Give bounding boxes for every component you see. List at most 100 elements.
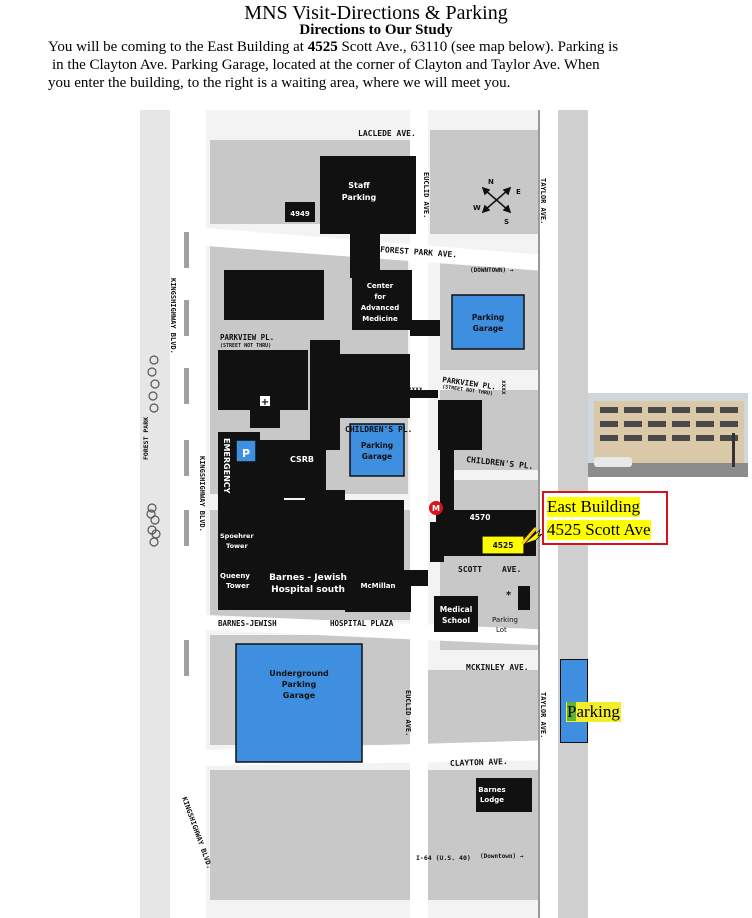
svg-text:Hospital: Hospital — [223, 381, 265, 391]
central-bldg — [330, 354, 410, 418]
parking-lot-marker — [518, 586, 530, 610]
svg-text:Hospital south: Hospital south — [271, 585, 345, 595]
label-hospital-plaza: HOSPITAL PLAZA — [330, 619, 394, 628]
svg-text:4949: 4949 — [290, 210, 310, 218]
svg-text:M: M — [432, 504, 440, 513]
south-link — [398, 570, 428, 586]
svg-text:EMERGENCY: EMERGENCY — [222, 438, 231, 494]
scott-link — [430, 522, 444, 562]
staff-parking-wing — [402, 190, 412, 234]
svg-text:north: north — [260, 301, 288, 311]
label-euclid-top: EUCLID AVE. — [422, 172, 430, 218]
svg-text:S: S — [504, 218, 509, 226]
svg-text:Barnes: Barnes — [478, 786, 505, 794]
svg-text:Children's: Children's — [219, 369, 270, 379]
svg-text:N: N — [488, 178, 494, 186]
intro-line-2: in the Clayton Ave. Parking Garage, loca… — [52, 57, 600, 73]
svg-text:St. Louis: St. Louis — [222, 357, 266, 367]
campus-map: M LACLEDE AVE. FOREST PARK AVE. (DOWNTOW… — [140, 110, 588, 918]
svg-text:Garage: Garage — [473, 324, 503, 333]
hospital-cross-icon — [260, 396, 270, 406]
page-title: MNS Visit-Directions & Parking — [244, 2, 508, 24]
svg-text:E: E — [516, 188, 521, 196]
parking-p-marker — [235, 439, 257, 463]
label-kingshighway-1: KINGSHIGHWAY BLVD. — [169, 278, 177, 354]
label-scott: SCOTT — [458, 565, 482, 574]
svg-text:Hospital: Hospital — [253, 289, 295, 299]
parking-label: Parking — [566, 702, 621, 722]
svg-text:*: * — [506, 590, 512, 601]
svg-text:McMillan: McMillan — [361, 582, 396, 590]
label-parkview-left-note: (STREET NOT THRU) — [220, 343, 271, 349]
east-building-callout: East Building 4525 Scott Ave — [542, 491, 668, 545]
svg-text:Underground: Underground — [269, 669, 329, 678]
svg-text:Barnes-Jewish: Barnes-Jewish — [238, 277, 310, 287]
svg-text:Tower: Tower — [226, 582, 250, 590]
label-taylor-top: TAYLOR AVE. — [539, 178, 547, 224]
label-scott-ave: AVE. — [502, 565, 521, 574]
svg-text:Parking: Parking — [361, 441, 393, 450]
svg-text:Barnes - Jewish: Barnes - Jewish — [269, 573, 347, 583]
svg-text:Advanced: Advanced — [361, 304, 400, 312]
label-taylor-bottom: TAYLOR AVE. — [539, 692, 547, 738]
parking-garages — [235, 294, 525, 763]
svg-text:Center: Center — [446, 429, 475, 438]
svg-text:Lot: Lot — [496, 626, 507, 634]
svg-text:Garage: Garage — [362, 452, 392, 461]
intro-line-1: You will be coming to the East Building … — [48, 39, 619, 55]
intro-line-3: you enter the building, to the right is … — [48, 75, 511, 91]
newman-center-bldg — [438, 400, 482, 450]
svg-text:Staff: Staff — [348, 181, 370, 190]
csrb-bldg — [284, 440, 326, 498]
barnes-lodge-bldg — [476, 778, 532, 812]
address-number: 4525 — [307, 39, 338, 55]
callout-line-2: 4525 Scott Ave — [547, 520, 651, 540]
svg-text:Center: Center — [367, 282, 394, 290]
directions-paragraph: You will be coming to the East Building … — [48, 38, 688, 92]
svg-text:4525: 4525 — [493, 541, 514, 550]
page-subtitle: Directions to Our Study — [299, 22, 453, 38]
label-clayton: CLAYTON AVE. — [450, 757, 508, 768]
svg-text:Spoehrer: Spoehrer — [220, 532, 254, 540]
buildings — [218, 156, 536, 812]
cam-link — [410, 320, 440, 336]
svg-text:for: for — [374, 293, 386, 301]
underground-parking-garage — [235, 643, 363, 763]
slch-annex — [250, 402, 280, 428]
car-shape — [594, 457, 632, 467]
label-childrens-mid: CHILDREN'S PL. — [345, 425, 412, 434]
median-markers — [184, 232, 189, 676]
label-laclede: LACLEDE AVE. — [358, 129, 416, 138]
svg-text:Wohl: Wohl — [299, 511, 320, 520]
svg-text:W: W — [473, 204, 481, 212]
clayton-parking-garage — [560, 659, 588, 743]
svg-text:Newman: Newman — [442, 418, 479, 427]
svg-text:School: School — [442, 616, 470, 625]
label-parkview-left: PARKVIEW PL. — [220, 333, 274, 342]
callout-line-1: East Building — [547, 497, 641, 517]
svg-text:Medicine: Medicine — [362, 315, 398, 323]
label-barnes-jewish: BARNES-JEWISH — [218, 619, 277, 628]
label-kingshighway-2: KINGSHIGHWAY BLVD. — [198, 456, 206, 532]
xx-marker-2: xxxx — [500, 380, 507, 395]
svg-text:+: + — [261, 397, 269, 408]
parking-garage-parkview — [451, 294, 525, 350]
cam-bldg — [352, 270, 412, 330]
svg-text:4570: 4570 — [470, 513, 491, 522]
parking-garage-childrens — [349, 423, 405, 477]
svg-text:Lodge: Lodge — [480, 796, 504, 804]
medical-school-bldg — [434, 596, 478, 632]
svg-text:Parking: Parking — [472, 313, 504, 322]
label-forest-park-side: FOREST PARK — [142, 417, 150, 460]
staff-parking-bldg — [320, 156, 416, 234]
label-mckinley: MCKINLEY AVE. — [466, 663, 529, 672]
svg-text:Medical: Medical — [440, 605, 473, 614]
svg-text:CSRB: CSRB — [290, 455, 314, 464]
svg-text:Parking: Parking — [282, 680, 317, 689]
east-building-photo — [588, 393, 748, 477]
svg-text:Parking: Parking — [492, 616, 518, 624]
tree-symbols — [146, 355, 161, 547]
xx-marker-1: xxxx — [408, 386, 423, 393]
bjh-north-bldg — [224, 270, 324, 320]
svg-text:Garage: Garage — [283, 691, 316, 700]
